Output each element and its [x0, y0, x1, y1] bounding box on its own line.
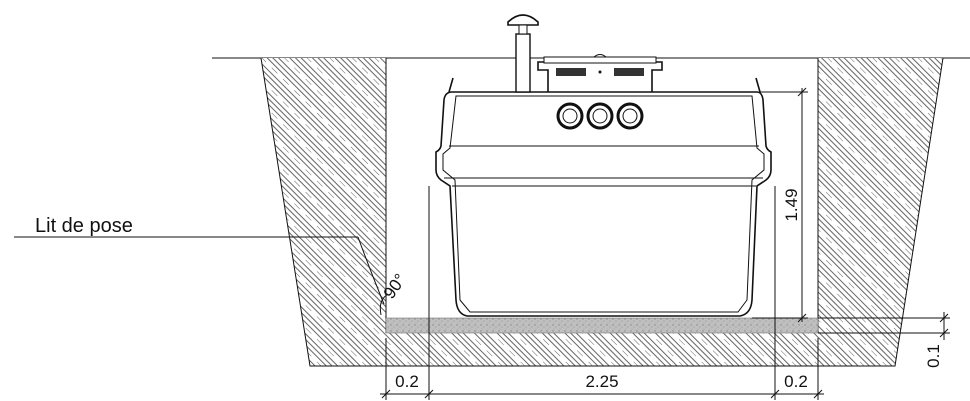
sand-bed	[385, 317, 819, 334]
bed-callout: Lit de pose	[14, 215, 385, 305]
left-soil	[261, 58, 386, 366]
height-value: 1.49	[782, 188, 801, 221]
bed-value: 0.1	[924, 344, 943, 368]
height-dimension: 1.49	[752, 87, 808, 323]
bed-dimension: 0.1	[818, 312, 950, 368]
bed-label: Lit de pose	[35, 215, 133, 237]
right-soil	[818, 58, 943, 366]
bottom-soil	[386, 333, 818, 366]
right-gap-value: 0.2	[784, 372, 808, 391]
width-dimensions: 0.2 2.25 0.2	[380, 186, 824, 400]
tank-width-value: 2.25	[585, 372, 618, 391]
tank	[435, 14, 772, 317]
left-gap-value: 0.2	[395, 372, 419, 391]
